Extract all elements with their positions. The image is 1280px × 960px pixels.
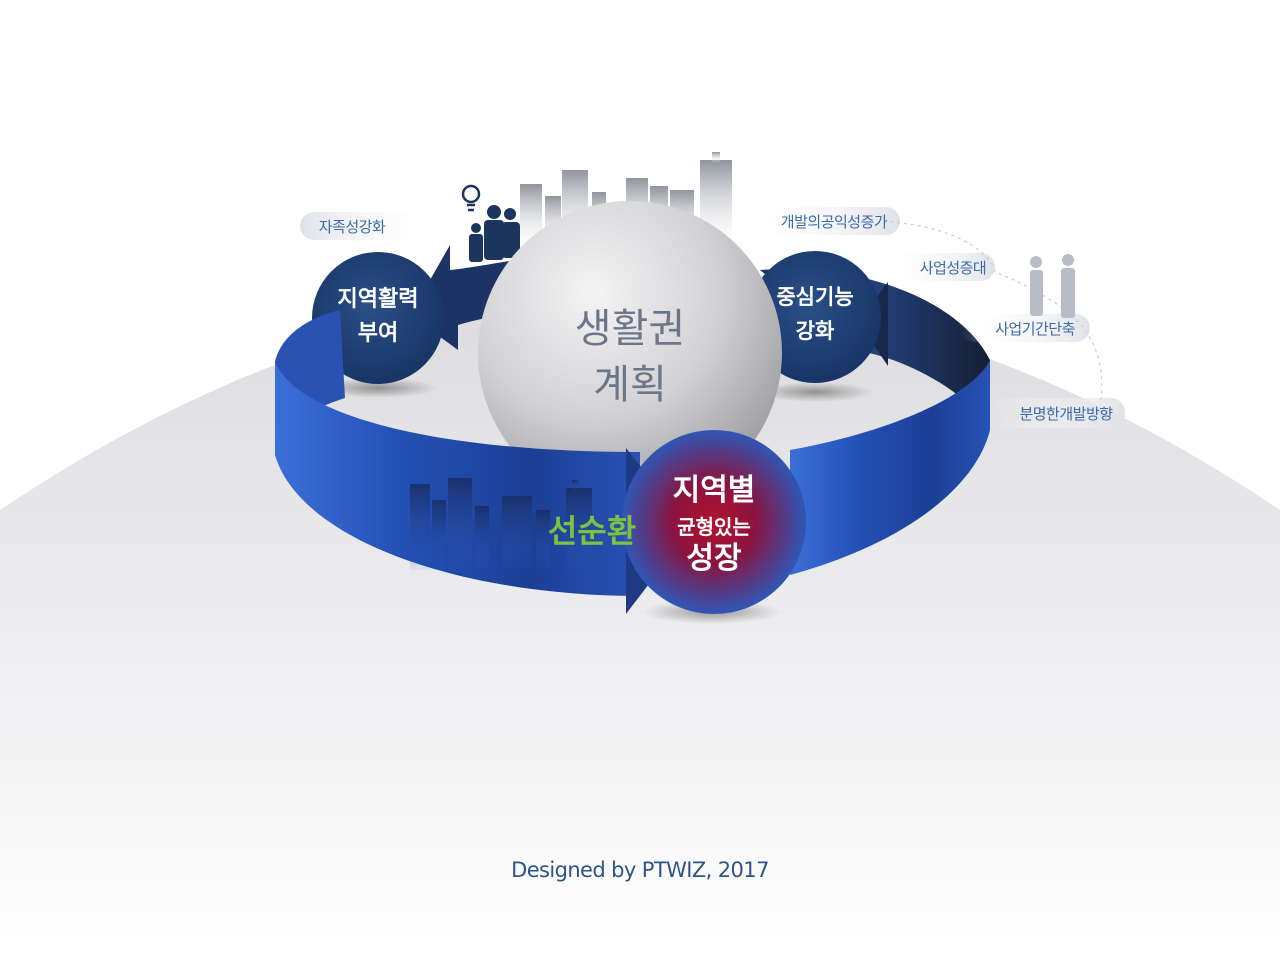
footer-credit: Designed by PTWIZ, 2017 xyxy=(511,858,769,882)
right-tag-pill-4 xyxy=(990,398,1125,428)
right-tag-text-1: 개발의공익성증가 xyxy=(781,213,888,231)
right-tag-text-2: 사업성증대 xyxy=(920,259,987,277)
ribbon-front-right xyxy=(790,360,990,575)
right-tag-pill-1 xyxy=(740,207,900,235)
right-tag-text-4: 분명한개발방향 xyxy=(1019,405,1113,423)
node-right xyxy=(749,251,881,383)
center-sphere xyxy=(478,201,782,505)
right-node-line2: 강화 xyxy=(796,319,835,343)
center-line2: 계획 xyxy=(593,362,667,408)
node-bottom xyxy=(622,430,806,614)
lightbulb-icon xyxy=(461,184,481,212)
right-tag-pill-3 xyxy=(960,314,1090,342)
bottom-node-line2: 균형있는 xyxy=(677,515,751,539)
business-people-icon xyxy=(1030,254,1075,318)
skyline-ribbon-icon xyxy=(410,478,592,570)
left-node-line2: 부여 xyxy=(358,321,398,346)
people-icon xyxy=(469,205,520,262)
node-left xyxy=(312,252,444,384)
bottom-node-line1: 지역별 xyxy=(673,473,756,508)
left-tag-text: 자족성강화 xyxy=(319,218,386,236)
cycle-label: 선순환 xyxy=(548,512,636,550)
bottom-node-line3: 성장 xyxy=(686,541,742,576)
left-tag-pill xyxy=(300,212,440,240)
center-line1: 생활권 xyxy=(575,306,685,352)
right-tag-text-3: 사업기간단축 xyxy=(995,320,1075,338)
left-node-line1: 지역활력 xyxy=(338,287,419,312)
right-node-line1: 중심기능 xyxy=(776,285,853,309)
right-tag-pill-2 xyxy=(880,253,995,281)
